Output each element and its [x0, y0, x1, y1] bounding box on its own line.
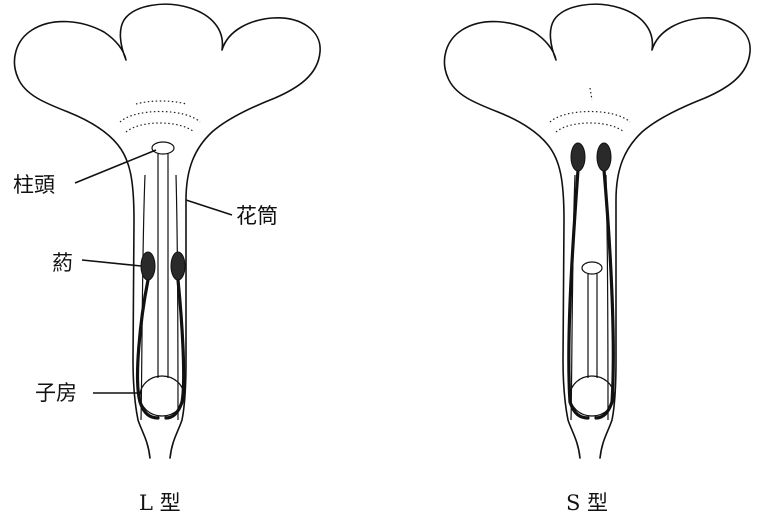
- leader-stigma: [75, 150, 156, 183]
- filament-l-right: [166, 280, 184, 418]
- flower-s-type: [444, 4, 750, 458]
- throat-dots-s2: [556, 123, 624, 132]
- style-s: [588, 273, 597, 378]
- type-label-l: L 型: [139, 491, 181, 515]
- anther-s-right: [597, 143, 611, 171]
- label-floral-tube: 花筒: [236, 204, 278, 228]
- throat-dots-s3: [590, 88, 592, 100]
- anther-s-left: [571, 143, 585, 171]
- type-label-s: S 型: [566, 491, 608, 515]
- leader-anther: [82, 260, 141, 266]
- tube-inner-l: [141, 175, 178, 420]
- label-stigma: 柱頭: [13, 173, 55, 197]
- stigma-l: [152, 142, 174, 154]
- flower-outline-s: [444, 4, 750, 458]
- throat-dots-s1: [550, 112, 630, 123]
- label-ovary: 子房: [35, 381, 77, 405]
- anther-l-left: [141, 252, 155, 280]
- throat-dots-l1: [120, 112, 200, 123]
- style-l: [158, 153, 168, 378]
- leader-floral-tube: [186, 200, 232, 215]
- throat-dots-l2: [126, 123, 194, 132]
- throat-dots-l3: [136, 101, 186, 104]
- label-anther: 葯: [52, 251, 73, 275]
- filament-s-right: [596, 170, 613, 418]
- stigma-s: [582, 262, 602, 274]
- anther-l-right: [171, 252, 185, 280]
